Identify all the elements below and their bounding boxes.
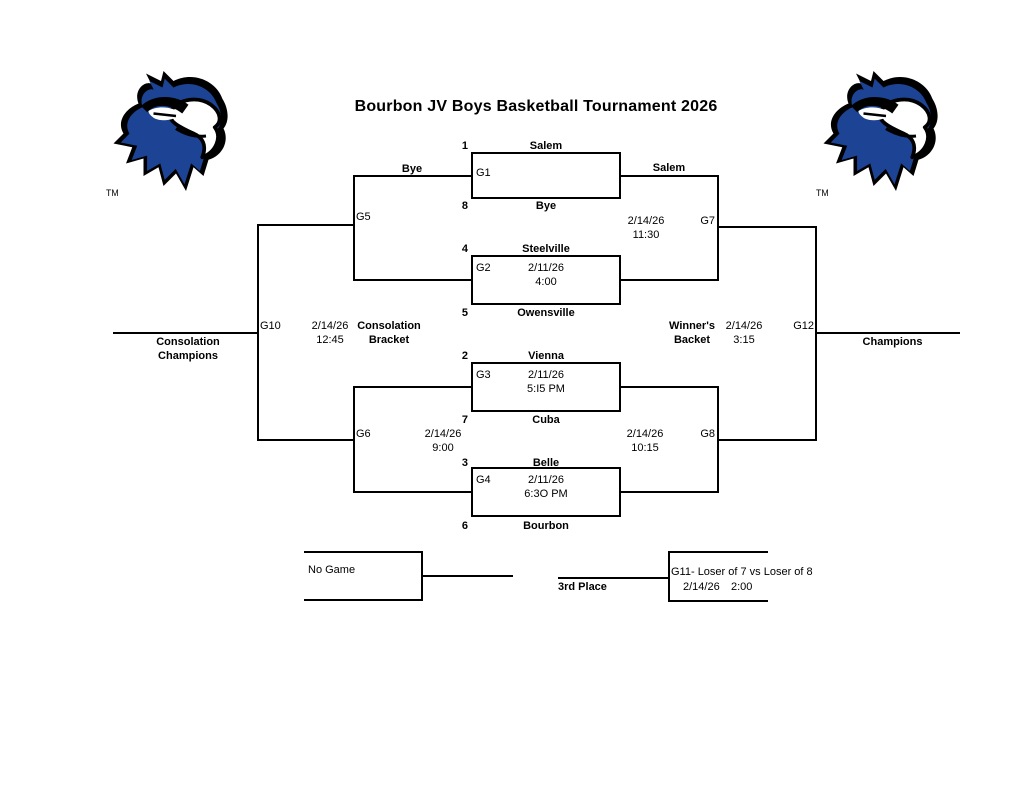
game-time: 4:00 (535, 276, 557, 288)
game-time: 5:I5 PM (527, 383, 565, 395)
team-name: Bye (535, 200, 557, 212)
advancer-right: Salem (652, 162, 686, 174)
g1-out-line (621, 175, 717, 177)
game-time-g8: 10:15 (631, 442, 659, 454)
third-place-line (558, 577, 668, 579)
game-date-g7: 2/14/26 (627, 215, 665, 227)
g3-right-line (621, 386, 717, 388)
seed-number: 2 (461, 350, 468, 362)
no-game-label: No Game (308, 564, 356, 576)
hawk-eye-line (153, 112, 177, 118)
game-date: 2/11/26 (528, 262, 564, 274)
team-name: Belle (532, 457, 560, 469)
g3-left-line (353, 386, 471, 388)
nogame-box-right (421, 551, 423, 601)
page-title: Bourbon JV Boys Basketball Tournament 20… (354, 98, 718, 115)
game-label-g12: G12 (793, 320, 814, 332)
seed-number: 4 (461, 243, 468, 255)
hawk-mouth-line (175, 127, 207, 138)
game-time-g10: 12:45 (316, 334, 344, 346)
g2-right-line (621, 279, 717, 281)
game-time-g7: 11:30 (632, 229, 660, 241)
game-label: G4 (476, 474, 491, 486)
consolation-champions-line2: Champions (158, 350, 218, 362)
g5-feeder-line (257, 224, 353, 226)
g11-box-bottom (668, 600, 768, 602)
hawk-beak (168, 97, 222, 160)
g10-title-line2: Bracket (368, 334, 410, 346)
nogame-box-top (304, 551, 423, 553)
g2-left-line (353, 279, 471, 281)
team-name: Vienna (528, 350, 564, 362)
g6-feeder-line (257, 439, 353, 441)
g11-box-top (668, 551, 768, 553)
game-label-g7: G7 (700, 215, 715, 227)
third-place-label: 3rd Place (558, 581, 607, 593)
g11-box-left (668, 551, 670, 602)
advancer-left: Bye (401, 163, 423, 175)
consolation-champions-line1: Consolation (156, 336, 220, 348)
team-name: Bourbon (523, 520, 569, 532)
g4-right-line (621, 491, 717, 493)
game-time-g6: 9:00 (432, 442, 454, 454)
seed-number: 5 (461, 307, 468, 319)
game-box-g2: G2 2/11/26 4:00 (471, 255, 621, 305)
trademark-text: TM (106, 188, 119, 198)
trademark-text: TM (816, 188, 829, 198)
game-label-g10: G10 (260, 320, 281, 332)
g11-description: G11- Loser of 7 vs Loser of 8 (671, 566, 813, 578)
game-box-g3: G3 2/11/26 5:I5 PM (471, 362, 621, 412)
game-label-g6: G6 (356, 428, 371, 440)
hawk-brow (141, 96, 189, 114)
seed-number: 8 (461, 200, 468, 212)
g12-title-line2: Backet (673, 334, 711, 346)
hawk-logo-right: TM (816, 71, 938, 198)
g4-left-line (353, 491, 471, 493)
game-box-g4: G4 2/11/26 6:3O PM (471, 467, 621, 517)
game-date-g12: 2/14/26 (725, 320, 763, 332)
game-label: G3 (476, 369, 491, 381)
hawk-brow (851, 96, 899, 114)
team-name: Salem (529, 140, 563, 152)
game-date-g10: 2/14/26 (311, 320, 349, 332)
game-box-g1: G1 (471, 152, 621, 199)
game-label-g5: G5 (356, 211, 371, 223)
champion-line (815, 332, 960, 334)
game-time-g12: 3:15 (733, 334, 755, 346)
game-date: 2/11/26 (528, 474, 564, 486)
hawk-beak (878, 97, 932, 160)
seed-number: 1 (461, 140, 468, 152)
g10-vertical (257, 224, 259, 441)
nogame-box-bottom (304, 599, 423, 601)
team-name: Cuba (532, 414, 560, 426)
hawk-logo-left: TM (106, 71, 228, 198)
seed-number: 6 (461, 520, 468, 532)
g11-date: 2/14/26 (683, 581, 720, 593)
game-label: G1 (476, 167, 491, 179)
game-label-g8: G8 (700, 428, 715, 440)
g10-title-line1: Consolation (357, 320, 421, 332)
game-date-g6: 2/14/26 (424, 428, 462, 440)
team-name: Steelville (522, 243, 570, 255)
game-date-g8: 2/14/26 (626, 428, 664, 440)
nogame-out-line (423, 575, 513, 577)
game-date: 2/11/26 (528, 369, 564, 381)
g7-vertical (717, 175, 719, 281)
g6-vertical (353, 386, 355, 493)
g8-out-line (717, 439, 815, 441)
g5-vertical (353, 175, 355, 281)
bye-line (353, 175, 471, 177)
team-name: Owensville (517, 307, 575, 319)
g12-title-line1: Winner's (669, 320, 715, 332)
game-label: G2 (476, 262, 491, 274)
champions-label: Champions (862, 336, 923, 348)
hawk-mouth-line (885, 127, 917, 138)
consolation-champion-line (113, 332, 257, 334)
g11-time: 2:00 (731, 581, 753, 593)
hawk-eye-line (863, 112, 887, 118)
g7-out-line (717, 226, 815, 228)
seed-number: 7 (461, 414, 468, 426)
game-time: 6:3O PM (524, 488, 568, 500)
seed-number: 3 (461, 457, 468, 469)
